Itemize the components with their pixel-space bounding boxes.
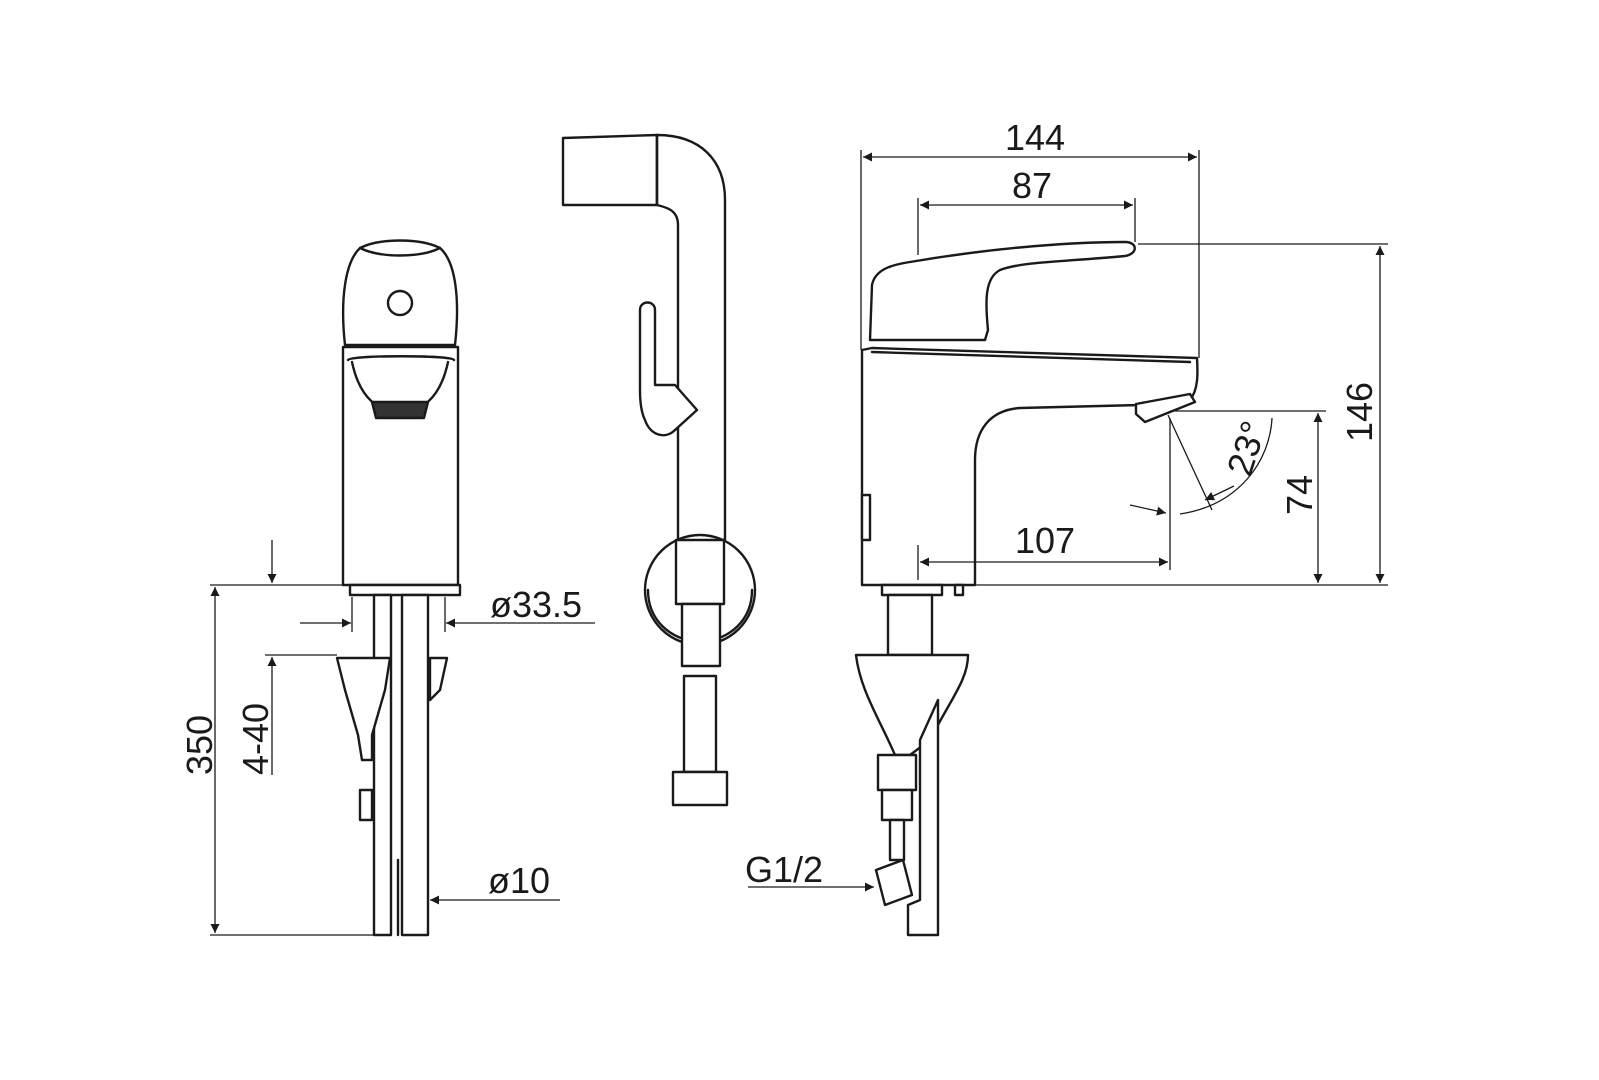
mounting-bracket bbox=[335, 656, 392, 762]
label-144: 144 bbox=[1005, 117, 1065, 158]
thread-fitting bbox=[874, 858, 914, 907]
hose-pipe bbox=[372, 593, 393, 937]
shower-head bbox=[561, 133, 659, 207]
label-107: 107 bbox=[1015, 520, 1075, 561]
hose-nut bbox=[671, 770, 729, 807]
angle-arc-23 bbox=[1179, 417, 1273, 515]
label-g1-2: G1/2 bbox=[745, 849, 823, 890]
mixer-side-view bbox=[854, 240, 1199, 937]
supply-pipe bbox=[400, 593, 430, 937]
hose-end bbox=[680, 602, 722, 668]
connector-nut bbox=[880, 788, 914, 822]
mounting-bracket-side bbox=[854, 653, 970, 757]
lever-handle bbox=[868, 240, 1136, 342]
supply-pipe-side bbox=[906, 698, 940, 937]
hose-segment bbox=[682, 674, 718, 774]
holder-clip bbox=[674, 538, 726, 606]
label-146: 146 bbox=[1339, 382, 1380, 442]
label-ø10: ø10 bbox=[488, 860, 550, 901]
indicator-dot bbox=[386, 289, 414, 317]
aerator-side bbox=[1134, 392, 1197, 424]
handle-cap bbox=[341, 239, 459, 347]
label-74: 74 bbox=[1279, 475, 1320, 515]
hand-shower-side-view bbox=[561, 133, 757, 807]
label-23-degrees: 23° bbox=[1219, 416, 1275, 480]
front-dimensions: 350 4-40 ø33.5 ø10 bbox=[179, 540, 595, 936]
label-87: 87 bbox=[1012, 165, 1052, 206]
shower-handle bbox=[655, 133, 727, 542]
label-350: 350 bbox=[179, 715, 220, 775]
aerator bbox=[370, 400, 430, 420]
label-4-40: 4-40 bbox=[235, 703, 276, 775]
side-dimensions: 144 87 146 74 107 23° G1/2 bbox=[745, 117, 1388, 892]
front-view bbox=[335, 239, 462, 937]
mixer-body-side bbox=[860, 346, 1199, 587]
label-ø33.5: ø33.5 bbox=[490, 584, 582, 625]
shower-button bbox=[638, 301, 699, 437]
